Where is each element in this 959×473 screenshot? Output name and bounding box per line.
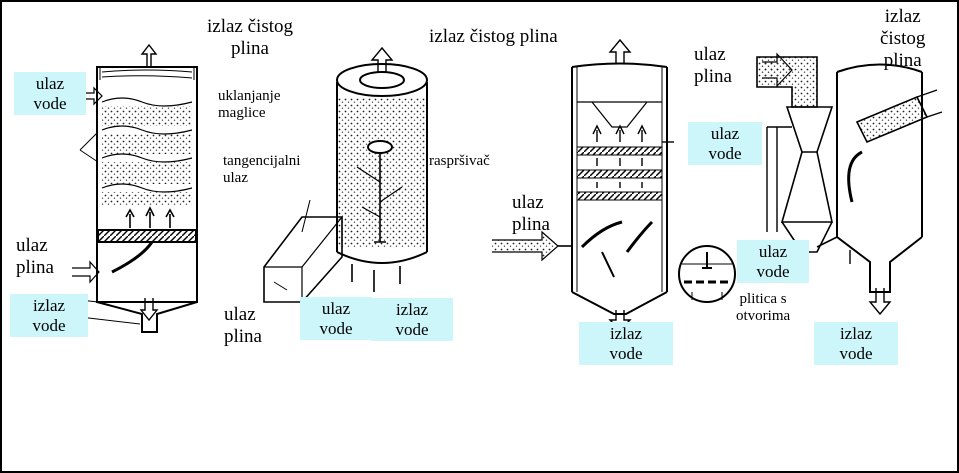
label-gas-out-2: izlaz čistog plina (429, 26, 558, 47)
venturi-scrubber (756, 52, 943, 316)
cyclonic-spray-tower (263, 46, 428, 303)
tower-scrubber-1 (72, 43, 198, 333)
label-sprayer: raspršivač (429, 153, 490, 169)
plate-tower-scrubber (492, 38, 736, 331)
